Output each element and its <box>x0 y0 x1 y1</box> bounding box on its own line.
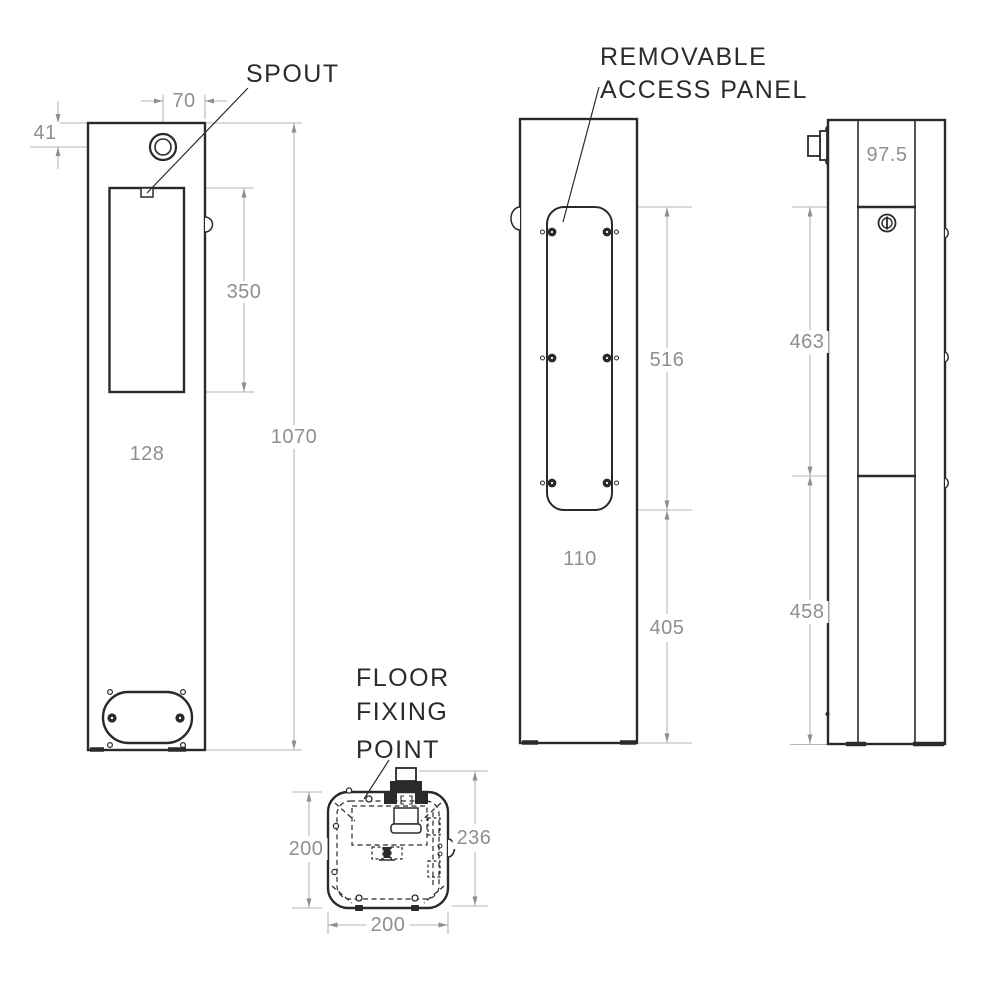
lock-outer <box>877 213 897 233</box>
dim-plan-depth: 200 <box>284 838 328 860</box>
floor-fixing-label-line2: FIXING <box>356 698 449 726</box>
plan-latch-hole-upper <box>437 843 443 849</box>
side-column-outline <box>826 118 947 746</box>
base-screw-bl <box>106 741 113 748</box>
floor-fixing-label-line1: FLOOR <box>356 664 450 692</box>
dim-spout-to-edge: 70 <box>168 90 200 112</box>
spout-hole-inner <box>154 138 172 156</box>
plan-bottom-hole-left <box>355 894 363 902</box>
base-bolt-right-center <box>178 716 182 720</box>
access-panel-screws <box>540 227 619 488</box>
dim-plan-overall-depth: 236 <box>452 827 496 849</box>
dim-panel-to-floor: 405 <box>645 617 689 639</box>
dim-panel-width: 110 <box>559 548 601 570</box>
plan-latch-hole-lower <box>437 851 443 857</box>
plan-left-hole-lower <box>331 868 338 876</box>
side-view <box>790 118 949 747</box>
base-access-oval <box>101 690 194 745</box>
side-spout-tip <box>807 135 821 157</box>
access-panel-leader-line <box>562 86 600 223</box>
side-drain-dot <box>825 712 830 716</box>
spout-leader-line <box>146 87 249 194</box>
plan-bottom-tab-right <box>411 905 419 911</box>
plan-bottom-hole-right <box>411 894 419 902</box>
base-screw-tl <box>106 688 113 695</box>
access-panel-label-line1: REMOVABLE <box>600 43 768 71</box>
floor-fixing-hole <box>365 795 373 803</box>
dim-top-to-spout: 41 <box>29 122 61 144</box>
side-screw-bump-mid <box>944 351 949 363</box>
floor-fixing-leader-line <box>363 759 390 800</box>
plan-bottom-tab-left <box>355 905 363 911</box>
dim-plan-width: 200 <box>366 914 410 936</box>
plan-dimension-arrows <box>306 771 478 928</box>
front-recess <box>108 186 186 394</box>
floor-fixing-label-line3: POINT <box>356 736 440 764</box>
access-panel <box>546 206 613 511</box>
dim-recess-height: 350 <box>222 281 266 303</box>
base-screw-tr <box>180 688 187 695</box>
plan-spout-assembly <box>384 767 428 834</box>
dim-upper-section: 463 <box>785 331 829 353</box>
plan-hidden-lines <box>331 800 445 904</box>
access-panel-label-line2: ACCESS PANEL <box>600 76 808 104</box>
dim-panel-height: 516 <box>645 349 689 371</box>
side-screw-bump-bottom <box>944 477 949 489</box>
spout-label: SPOUT <box>246 60 340 88</box>
plan-bracket-mark <box>383 847 391 858</box>
plan-top-screw-hole <box>345 787 353 794</box>
side-spout-mid <box>819 130 828 161</box>
dim-recess-width: 128 <box>125 443 169 465</box>
dim-side-panel-width: 97.5 <box>862 144 912 166</box>
rear-view <box>510 86 692 745</box>
plan-left-hole-upper <box>332 822 340 830</box>
front-lock-bump <box>204 216 214 233</box>
spout-hole-outer <box>148 132 178 162</box>
plan-view <box>292 759 488 934</box>
side-screw-bump-top <box>944 227 949 239</box>
dim-overall-height: 1070 <box>266 426 322 448</box>
dim-lower-section: 458 <box>785 601 829 623</box>
rear-lock-bump <box>510 206 521 231</box>
front-view <box>30 87 302 752</box>
base-bolt-left-center <box>110 716 114 720</box>
